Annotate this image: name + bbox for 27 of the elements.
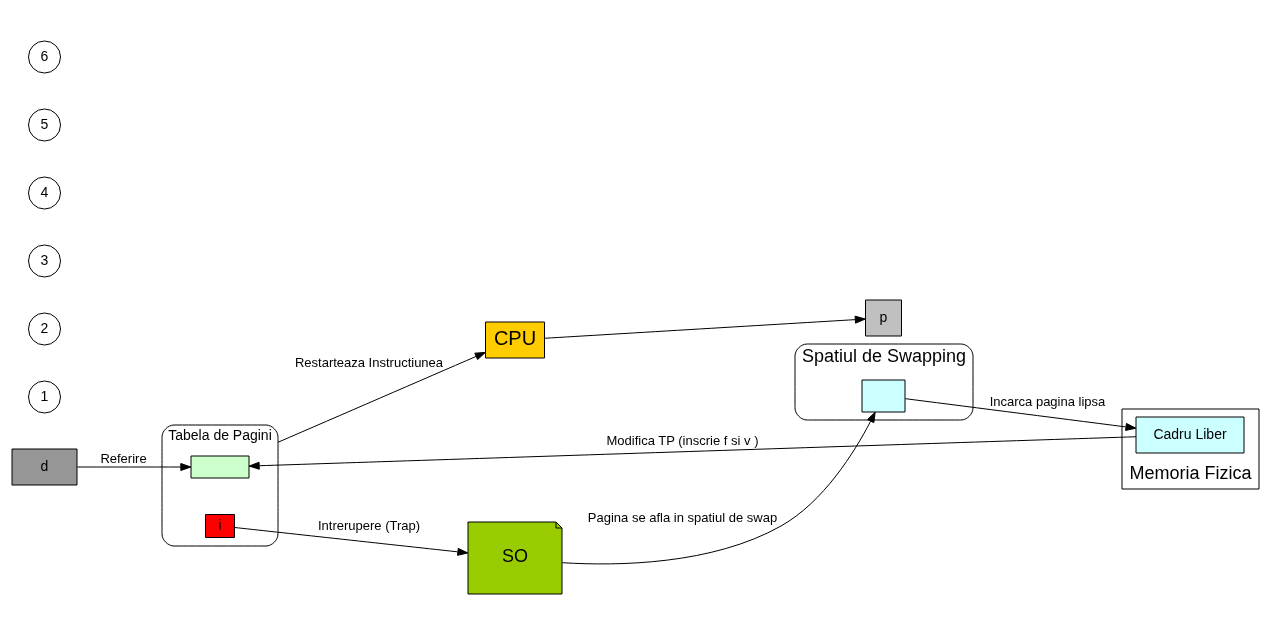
node-circle: 1 <box>28 380 61 413</box>
node-circle: 3 <box>28 244 61 277</box>
node-circle: 2 <box>28 312 61 345</box>
arrow <box>248 435 1137 470</box>
arrow <box>561 411 876 564</box>
arrow <box>277 351 486 443</box>
edge-label: Modifica TP (inscrie f si v ) <box>606 432 759 448</box>
node-circle: 4 <box>28 176 61 209</box>
edge-label: Intrerupere (Trap) <box>317 517 421 533</box>
node-box <box>861 379 906 412</box>
arrow <box>234 526 469 556</box>
node-box <box>190 455 250 478</box>
edge-label: Referire <box>100 450 147 466</box>
node-circle: 5 <box>28 108 61 141</box>
arrow <box>544 315 866 339</box>
arrow <box>76 462 192 471</box>
node-box: d <box>11 448 78 485</box>
node-box: CPU <box>485 321 545 358</box>
edge-label: Incarca pagina lipsa <box>989 393 1106 409</box>
node-circle: 6 <box>28 40 61 73</box>
edge-label: Restarteaza Instructiunea <box>294 354 444 370</box>
node-box: p <box>865 299 902 336</box>
arrow <box>904 397 1137 431</box>
cluster: Spatiul de Swapping <box>794 343 974 420</box>
node-box: Cadru Liber <box>1135 416 1245 453</box>
node-box: i <box>205 513 235 538</box>
edge-label: Pagina se afla in spatiul de swap <box>587 509 778 525</box>
